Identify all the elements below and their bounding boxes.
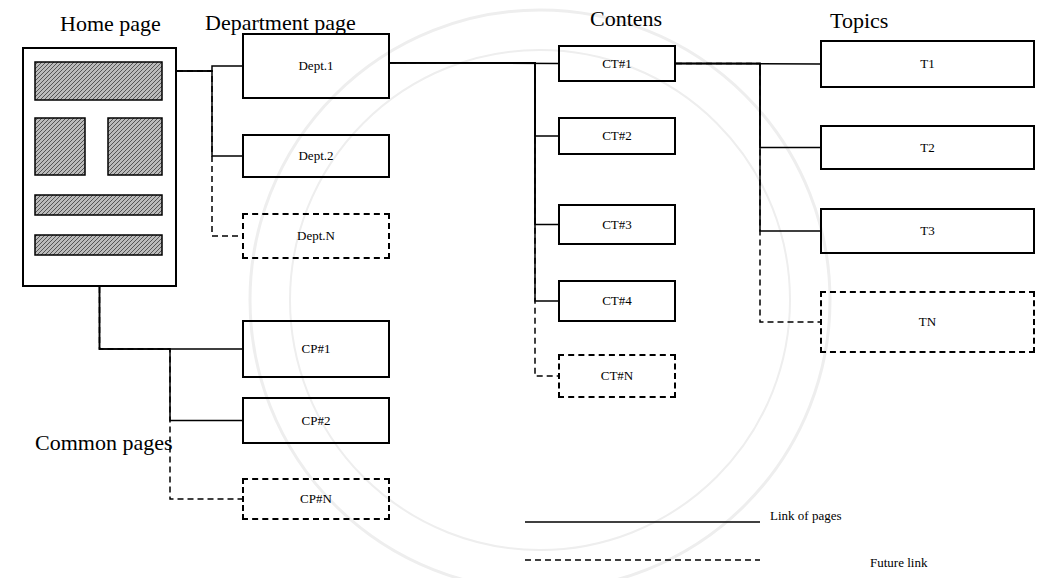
box-label: TN (919, 314, 936, 330)
box-label: T1 (920, 56, 934, 72)
content-box: CT#3 (558, 204, 676, 245)
box-label: Dept.1 (298, 58, 333, 74)
legend-sample (525, 559, 760, 561)
page-link (390, 63, 558, 225)
topic-box: T3 (820, 208, 1035, 254)
watermark-seal (250, 10, 830, 578)
page-block (108, 118, 162, 175)
page-link (100, 287, 243, 421)
content-box: CT#4 (558, 280, 676, 322)
topic-box: T2 (820, 125, 1035, 170)
box-label: CT#4 (602, 293, 632, 309)
legend-text: Link of pages (770, 508, 841, 524)
common-page-box: CP#N (242, 478, 390, 520)
future-link (100, 287, 243, 499)
column-heading: Contens (590, 6, 662, 32)
topic-box: TN (820, 291, 1035, 353)
home-page-box: Home page (22, 47, 177, 287)
box-label: T3 (920, 223, 934, 239)
legend-text: Future link (870, 555, 927, 571)
common-page-box: CP#1 (242, 320, 390, 378)
box-label: Dept.N (297, 228, 335, 244)
page-block (35, 195, 162, 215)
group-label: Common pages (35, 430, 173, 456)
box-label: CP#1 (302, 341, 331, 357)
content-box: CT#N (558, 354, 676, 398)
page-block (35, 62, 162, 100)
page-block (35, 235, 162, 255)
legend-sample (525, 521, 760, 523)
future-link (390, 63, 558, 376)
page-link (100, 287, 243, 349)
column-heading: Topics (830, 8, 888, 34)
watermark-seal (290, 50, 790, 550)
content-box: CT#2 (558, 117, 676, 155)
content-box: CT#1 (558, 45, 676, 82)
box-label: CT#3 (602, 217, 632, 233)
page-link (390, 63, 558, 301)
future-link (676, 64, 820, 323)
department-box: Dept.N (242, 213, 390, 259)
page-link (390, 63, 558, 136)
page-link (177, 71, 242, 156)
box-label: CP#N (300, 491, 332, 507)
box-label: CP#2 (302, 413, 331, 429)
box-label: Dept.2 (298, 148, 333, 164)
page-heading: Home page (60, 11, 161, 37)
department-box: Dept.2 (242, 134, 390, 178)
future-link (177, 71, 242, 236)
column-heading: Department page (205, 10, 356, 36)
department-box: Dept.1 (242, 33, 390, 99)
box-label: CT#N (601, 368, 634, 384)
page-link (676, 64, 820, 148)
page-block (35, 118, 85, 175)
page-link (676, 64, 820, 232)
box-label: T2 (920, 140, 934, 156)
topic-box: T1 (820, 40, 1035, 88)
common-page-box: CP#2 (242, 397, 390, 444)
box-label: CT#1 (602, 56, 632, 72)
box-label: CT#2 (602, 128, 632, 144)
